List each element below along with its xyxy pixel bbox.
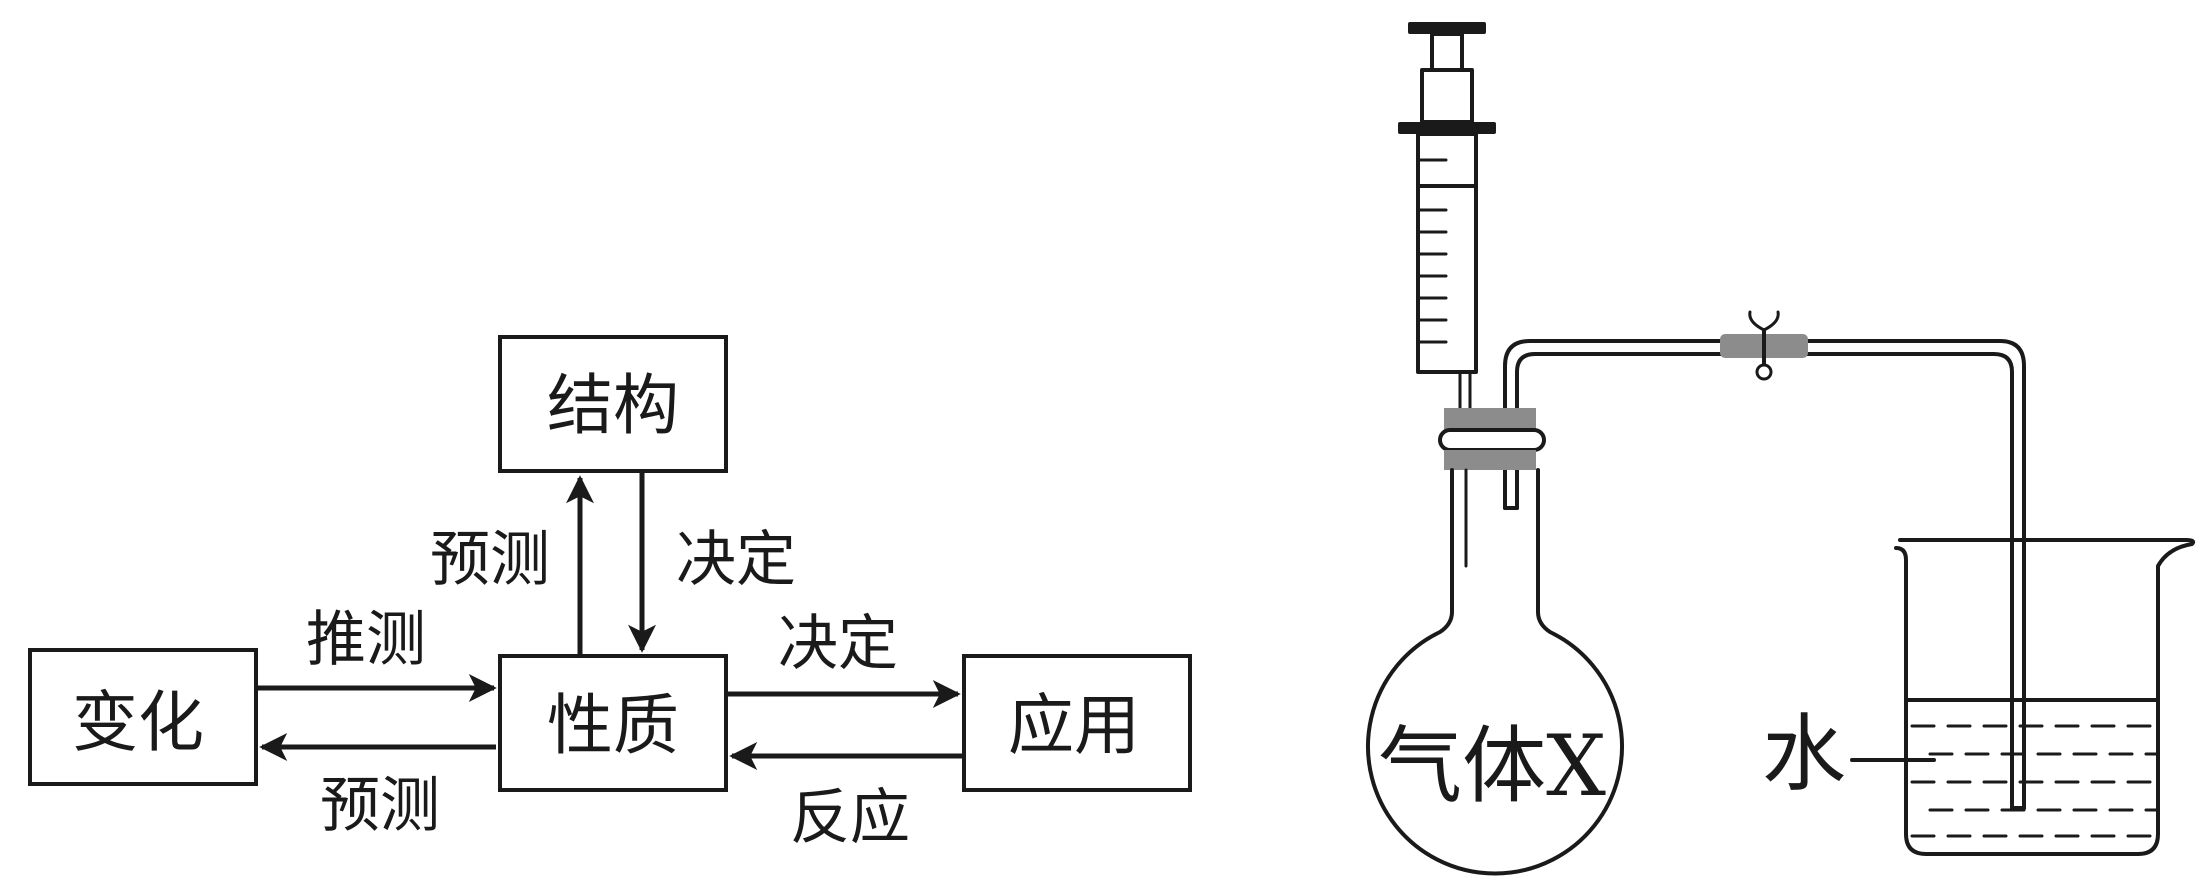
water-dashes [1910, 724, 2158, 838]
beaker [1894, 538, 2196, 856]
edge-label-react: 反应 [790, 783, 910, 853]
round-bottom-flask [1366, 468, 1624, 876]
beaker-water-label: 水 [1762, 705, 1846, 803]
edge-label-determine-property: 决定 [676, 525, 796, 595]
syringe-barrel [1416, 132, 1478, 374]
application-node-box [962, 654, 1192, 792]
flask-gas-label: 气体X [1378, 717, 1606, 815]
flask-stopper [1438, 408, 1546, 470]
structure-node-box [498, 335, 728, 473]
concept-map [28, 335, 1192, 792]
change-node-box [28, 648, 258, 786]
syringe-plunger-rod [1420, 68, 1474, 124]
edge-label-predict-change: 预测 [320, 771, 440, 841]
pinch-clip [1720, 310, 1808, 381]
edge-label-infer: 推测 [306, 605, 426, 675]
application-node-label: 应用 [1008, 687, 1140, 764]
syringe-scale-ticks [1418, 158, 1448, 344]
structure-node-label: 结构 [547, 367, 679, 444]
change-node-label: 变化 [72, 684, 204, 761]
property-node-box [498, 654, 728, 792]
syringe-plunger-cap [1408, 22, 1486, 34]
apparatus [1366, 22, 2196, 876]
edge-label-determine-application: 决定 [778, 609, 898, 679]
property-node-label: 性质 [547, 687, 679, 764]
syringe-flange [1398, 122, 1496, 134]
syringe [1398, 22, 1496, 422]
syringe-plunger-neck [1430, 32, 1464, 72]
edge-label-predict-structure: 预测 [430, 525, 550, 595]
